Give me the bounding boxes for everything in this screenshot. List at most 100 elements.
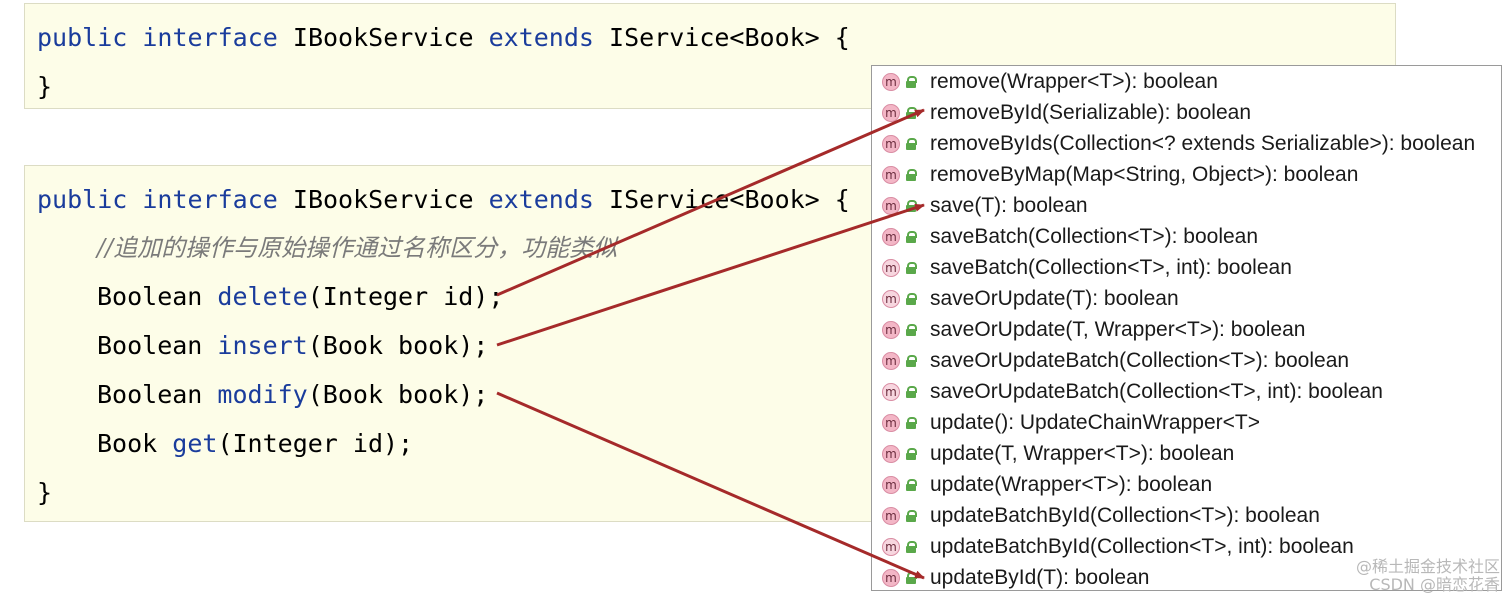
method-signature: update(Wrapper<T>): boolean	[930, 472, 1213, 496]
method-signature: saveBatch(Collection<T>, int): boolean	[930, 255, 1292, 279]
method-params: (Book book);	[307, 331, 489, 360]
method-signature: remove(Wrapper<T>): boolean	[930, 69, 1218, 93]
public-access-icon	[906, 478, 917, 491]
code-line-closing-brace: }	[37, 72, 53, 101]
method-icon: m	[882, 320, 900, 339]
completion-item[interactable]: m saveOrUpdateBatch(Collection<T>, int): …	[872, 376, 1501, 407]
return-type: Boolean	[97, 380, 203, 409]
method-icon: m	[882, 475, 900, 494]
completion-item[interactable]: m removeByMap(Map<String, Object>): boole…	[872, 159, 1501, 190]
method-icon: m	[882, 568, 900, 587]
comment-text: //追加的操作与原始操作通过名称区分，功能类似	[97, 234, 618, 262]
keyword: interface	[142, 23, 278, 52]
method-icon: m	[882, 413, 900, 432]
public-access-icon	[906, 106, 917, 119]
method-signature: removeByIds(Collection<? extends Seriali…	[930, 131, 1476, 155]
public-access-icon	[906, 540, 917, 553]
method-icon: m	[882, 196, 900, 215]
watermark: @稀土掘金技术社区 CSDN @暗恋花香	[1356, 558, 1500, 594]
code-line-closing-brace: }	[37, 478, 53, 507]
method-get: Book get(Integer id);	[37, 429, 413, 459]
public-access-icon	[906, 168, 917, 181]
code-block-top: public interface IBookService extends IS…	[24, 3, 1396, 109]
method-delete: Boolean delete(Integer id);	[37, 282, 503, 312]
watermark-line-2: CSDN @暗恋花香	[1369, 575, 1500, 594]
public-access-icon	[906, 230, 917, 243]
method-signature: updateById(T): boolean	[930, 565, 1150, 589]
method-icon: m	[882, 382, 900, 401]
autocomplete-popup[interactable]: m remove(Wrapper<T>): boolean m removeById(…	[871, 65, 1502, 591]
method-icon: m	[882, 103, 900, 122]
method-signature: saveOrUpdate(T, Wrapper<T>): boolean	[930, 317, 1306, 341]
public-access-icon	[906, 137, 917, 150]
keyword: extends	[488, 23, 594, 52]
method-name: modify	[217, 380, 308, 409]
method-name: delete	[217, 282, 308, 311]
completion-item[interactable]: m removeByIds(Collection<? extends Serial…	[872, 128, 1501, 159]
return-type: Boolean	[97, 331, 203, 360]
public-access-icon	[906, 354, 917, 367]
method-icon: m	[882, 506, 900, 525]
interface-name: IBookService	[292, 185, 474, 214]
public-access-icon	[906, 385, 917, 398]
method-signature: saveOrUpdate(T): boolean	[930, 286, 1179, 310]
method-signature: removeById(Serializable): boolean	[930, 100, 1251, 124]
code-line-interface-decl: public interface IBookService extends IS…	[37, 185, 850, 215]
method-name: insert	[217, 331, 308, 360]
completion-item[interactable]: m saveBatch(Collection<T>): boolean	[872, 221, 1501, 252]
public-access-icon	[906, 199, 917, 212]
public-access-icon	[906, 571, 917, 584]
method-icon: m	[882, 444, 900, 463]
method-icon: m	[882, 134, 900, 153]
method-signature: update(): UpdateChainWrapper<T>	[930, 410, 1260, 434]
completion-item[interactable]: m save(T): boolean	[872, 190, 1501, 221]
public-access-icon	[906, 292, 917, 305]
method-signature: update(T, Wrapper<T>): boolean	[930, 441, 1235, 465]
method-signature: saveOrUpdateBatch(Collection<T>, int): b…	[930, 379, 1383, 403]
completion-item[interactable]: m remove(Wrapper<T>): boolean	[872, 66, 1501, 97]
interface-name: IBookService	[292, 23, 474, 52]
public-access-icon	[906, 323, 917, 336]
method-params: (Integer id);	[217, 429, 414, 458]
super-interface: IService<Book> {	[609, 185, 850, 214]
completion-item[interactable]: m saveOrUpdate(T, Wrapper<T>): boolean	[872, 314, 1501, 345]
method-icon: m	[882, 351, 900, 370]
keyword: interface	[142, 185, 278, 214]
public-access-icon	[906, 447, 917, 460]
public-access-icon	[906, 75, 917, 88]
completion-item[interactable]: m saveBatch(Collection<T>, int): boolean	[872, 252, 1501, 283]
completion-item[interactable]: m saveOrUpdate(T): boolean	[872, 283, 1501, 314]
completion-item[interactable]: m update(): UpdateChainWrapper<T>	[872, 407, 1501, 438]
method-name: get	[172, 429, 218, 458]
super-interface: IService<Book> {	[609, 23, 850, 52]
return-type: Boolean	[97, 282, 203, 311]
method-params: (Integer id);	[307, 282, 504, 311]
method-icon: m	[882, 72, 900, 91]
public-access-icon	[906, 416, 917, 429]
method-icon: m	[882, 165, 900, 184]
method-signature: saveBatch(Collection<T>): boolean	[930, 224, 1259, 248]
watermark-line-1: @稀土掘金技术社区	[1355, 557, 1500, 576]
method-icon: m	[882, 258, 900, 277]
method-modify: Boolean modify(Book book);	[37, 380, 488, 410]
public-access-icon	[906, 509, 917, 522]
return-type: Book	[97, 429, 158, 458]
method-icon: m	[882, 289, 900, 308]
completion-item[interactable]: m update(T, Wrapper<T>): boolean	[872, 438, 1501, 469]
code-line-interface-decl: public interface IBookService extends IS…	[37, 23, 850, 53]
method-params: (Book book);	[307, 380, 489, 409]
completion-item[interactable]: m removeById(Serializable): boolean	[872, 97, 1501, 128]
keyword: public	[37, 23, 128, 52]
method-insert: Boolean insert(Book book);	[37, 331, 488, 361]
method-icon: m	[882, 227, 900, 246]
completion-item[interactable]: m updateById(T): boolean	[872, 562, 1501, 593]
keyword: public	[37, 185, 128, 214]
method-signature: save(T): boolean	[930, 193, 1088, 217]
method-icon: m	[882, 537, 900, 556]
public-access-icon	[906, 261, 917, 274]
completion-item[interactable]: m update(Wrapper<T>): boolean	[872, 469, 1501, 500]
method-signature: removeByMap(Map<String, Object>): boolea…	[930, 162, 1359, 186]
